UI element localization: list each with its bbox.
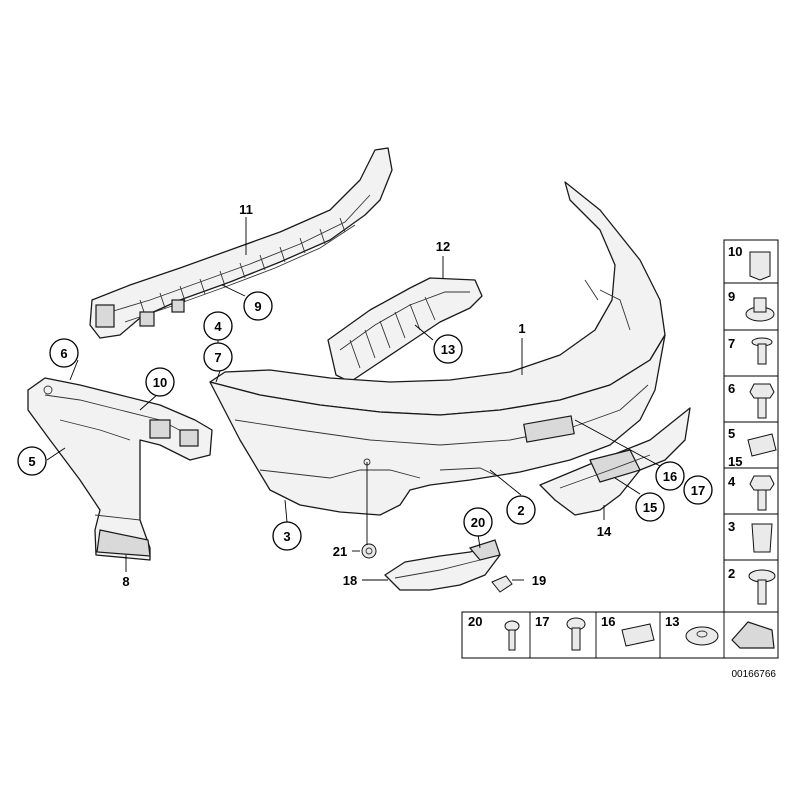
svg-text:13: 13 <box>665 614 679 629</box>
svg-text:9: 9 <box>728 289 735 304</box>
expanding-nut-icon <box>751 523 773 553</box>
svg-text:18: 18 <box>343 573 357 588</box>
callout-17: 17 <box>683 475 713 505</box>
bumper-bracket-part <box>27 377 213 561</box>
svg-text:17: 17 <box>691 483 705 498</box>
svg-text:16: 16 <box>601 614 615 629</box>
svg-text:7: 7 <box>728 336 735 351</box>
legend-cell-2: 2 <box>728 566 776 605</box>
diffuser-part <box>539 407 691 516</box>
callout-10: 10 <box>145 367 175 397</box>
side-bracket-part <box>327 277 483 383</box>
svg-text:2: 2 <box>728 566 735 581</box>
svg-text:12: 12 <box>436 239 450 254</box>
callout-21: 21 <box>333 544 347 559</box>
svg-text:1: 1 <box>518 321 525 336</box>
callout-1: 1 <box>518 321 525 336</box>
svg-text:5: 5 <box>728 426 735 441</box>
svg-text:4: 4 <box>728 474 736 489</box>
clip-part-19 <box>491 575 513 593</box>
leader-lines <box>46 217 661 581</box>
svg-text:13: 13 <box>441 342 455 357</box>
nut-part-21 <box>361 543 377 559</box>
legend-cell-4: 4 <box>728 474 775 511</box>
legend-cell-9: 9 <box>728 289 775 322</box>
reflector-part <box>384 539 501 591</box>
svg-text:20: 20 <box>468 614 482 629</box>
bolt-icon <box>749 475 775 491</box>
svg-text:7: 7 <box>214 350 221 365</box>
svg-text:10: 10 <box>153 375 167 390</box>
callout-11: 11 <box>239 202 253 217</box>
callout-16: 16 <box>655 461 685 491</box>
svg-text:4: 4 <box>214 319 222 334</box>
callout-7: 7 <box>203 342 233 372</box>
callout-3: 3 <box>272 521 302 551</box>
callout-2: 2 <box>506 495 536 525</box>
svg-text:15: 15 <box>728 454 742 469</box>
callout-14: 14 <box>597 524 612 539</box>
callout-12: 12 <box>436 239 450 254</box>
svg-text:20: 20 <box>471 515 485 530</box>
svg-text:16: 16 <box>663 469 677 484</box>
svg-text:14: 14 <box>597 524 612 539</box>
callout-9: 9 <box>243 291 273 321</box>
diagram-number: 00166766 <box>732 669 777 680</box>
legend-cell-17: 17 <box>535 614 586 651</box>
callout-19: 19 <box>532 573 546 588</box>
svg-text:11: 11 <box>239 202 253 217</box>
svg-text:3: 3 <box>728 519 735 534</box>
callout-4: 4 <box>203 311 233 341</box>
callout-6: 6 <box>49 338 79 368</box>
legend-cell-20: 20 <box>468 614 520 651</box>
callout-18: 18 <box>343 573 357 588</box>
callout-20: 20 <box>463 507 493 537</box>
side-legend: 10 9 7 6 5 15 4 3 <box>723 239 779 613</box>
svg-text:19: 19 <box>532 573 546 588</box>
legend-cell-6: 6 <box>728 381 775 419</box>
svg-text:8: 8 <box>122 574 129 589</box>
callout-5: 5 <box>17 446 47 476</box>
speed-nut-icon <box>621 623 655 647</box>
svg-text:5: 5 <box>28 454 35 469</box>
legend-cell-16: 16 <box>601 614 655 647</box>
callout-13: 13 <box>433 334 463 364</box>
speed-nut-icon <box>747 433 777 457</box>
legend-cell-7: 7 <box>728 336 773 365</box>
bumper-carrier-part <box>89 147 393 339</box>
washer-icon <box>685 626 719 646</box>
svg-text:6: 6 <box>60 346 67 361</box>
legend-cell-3: 3 <box>728 519 773 553</box>
svg-text:21: 21 <box>333 544 347 559</box>
bottom-legend: 20 17 16 13 <box>461 611 779 659</box>
bumper-trim-panel-part <box>209 181 666 516</box>
svg-text:6: 6 <box>728 381 735 396</box>
svg-text:9: 9 <box>254 299 261 314</box>
legend-cell-13: 13 <box>665 614 719 646</box>
hex-screw-icon <box>749 383 775 399</box>
legend-cell-10: 10 <box>728 244 771 281</box>
svg-text:2: 2 <box>517 503 524 518</box>
svg-text:00166766: 00166766 <box>732 669 777 680</box>
legend-cell-5-15: 5 15 <box>728 426 777 469</box>
svg-text:17: 17 <box>535 614 549 629</box>
callout-15: 15 <box>635 492 665 522</box>
svg-text:3: 3 <box>283 529 290 544</box>
callout-8: 8 <box>122 574 129 589</box>
svg-text:10: 10 <box>728 244 742 259</box>
direction-arrow-icon <box>731 621 775 649</box>
svg-text:15: 15 <box>643 500 657 515</box>
clip-icon <box>749 251 771 281</box>
